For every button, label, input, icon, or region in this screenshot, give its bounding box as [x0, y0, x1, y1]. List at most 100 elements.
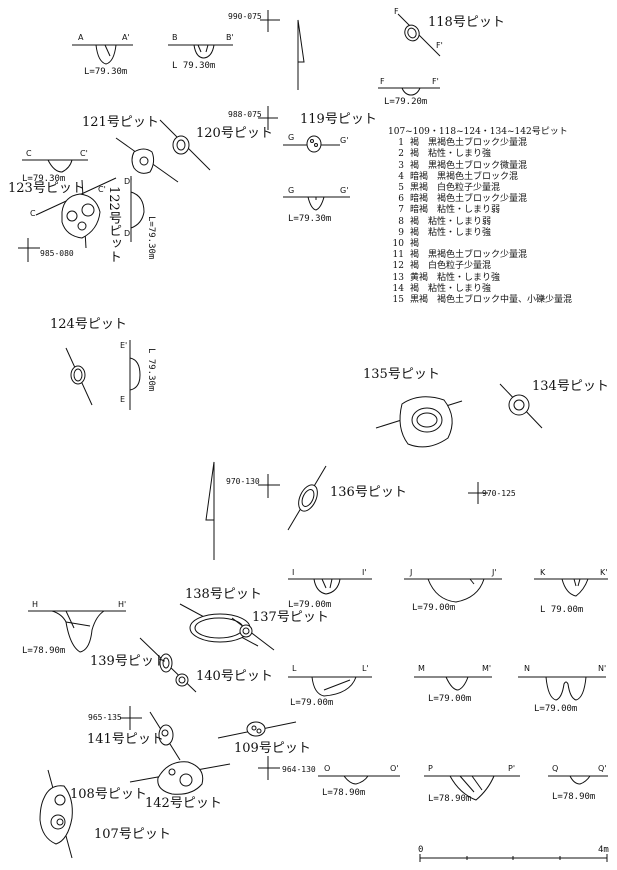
- section-letter-c-plan: C: [30, 209, 36, 218]
- pit-label-123: 123号ピット: [8, 181, 85, 196]
- section-letter-g-plan: G: [288, 133, 295, 142]
- pit-119-plan: [283, 136, 340, 152]
- pit-120-plan: [160, 120, 210, 170]
- pit-135-plan: [376, 397, 462, 447]
- legend-item: 11 褐 黒褐色土ブロック少量混: [388, 250, 572, 261]
- section-letter-i-prime: I': [362, 568, 367, 577]
- section-m-profile: [414, 677, 492, 690]
- grid-cross-970-130: [258, 474, 280, 498]
- legend-item-number: 1: [398, 138, 404, 149]
- section-letter-f-prime: F': [432, 77, 439, 86]
- section-letter-b-prime: B': [226, 33, 234, 42]
- section-letter-d-prime: D': [124, 177, 133, 186]
- scale-max-label: 4m: [598, 845, 609, 855]
- grid-label-970-125: 970-125: [482, 489, 516, 498]
- section-letter-j-prime: J': [492, 568, 497, 577]
- legend-item-text: 褐 粘性・しまり強: [410, 227, 492, 238]
- section-letter-c-prime-plan: C': [98, 185, 106, 194]
- section-f-profile: [378, 88, 440, 95]
- section-c-profile: [22, 160, 88, 172]
- legend-item: 2 褐 粘性・しまり強: [388, 149, 572, 160]
- pit-label-141: 141号ピット: [87, 732, 164, 747]
- section-letter-k-prime: K': [600, 568, 608, 577]
- legend-item-text: 暗褐 黒褐色土ブロック混: [410, 171, 519, 182]
- elevation-e: L 79.30m: [146, 348, 156, 392]
- section-a-profile: [72, 45, 133, 64]
- elevation-f: L=79.20m: [384, 97, 428, 107]
- section-o-profile: [318, 776, 400, 784]
- legend-item-text: 黒褐 白色粒子少量混: [410, 183, 501, 194]
- pit-137-plan: [232, 618, 274, 650]
- legend-item-text: 褐 粘性・しまり弱: [410, 216, 492, 227]
- grid-cross-988-075: [258, 106, 278, 130]
- section-letter-m-prime: M': [482, 664, 492, 673]
- pit-label-107: 107号ピット: [94, 827, 171, 842]
- pit-label-122: 122号ピット: [106, 186, 121, 263]
- pit-142-plan: [130, 762, 230, 794]
- section-letter-i: I: [292, 568, 295, 577]
- grid-cross-985-080: [18, 238, 40, 262]
- legend-item-text: 褐 黒褐色土ブロック少量混: [410, 250, 528, 261]
- section-letter-g: G: [288, 186, 295, 195]
- section-letter-l: L: [292, 664, 297, 673]
- section-letter-p: P: [428, 764, 433, 773]
- section-l-profile: [288, 677, 372, 696]
- section-letter-n-prime: N': [598, 664, 607, 673]
- legend-item: 9 褐 粘性・しまり強: [388, 228, 572, 239]
- section-letter-e: E: [120, 395, 126, 404]
- grid-label-965-135: 965-135: [88, 713, 122, 722]
- grid-cross-964-130: [258, 756, 280, 780]
- pit-118-plan: [398, 14, 440, 56]
- legend-title: 107~109・118~124・134~142号ピット: [388, 127, 568, 137]
- legend-item-text: 暗褐 粘性・しまり弱: [410, 205, 501, 216]
- section-letter-e-prime: E': [120, 341, 128, 350]
- grid-label-964-130: 964-130: [282, 765, 316, 774]
- legend-item-number: 11: [392, 250, 404, 261]
- pit-136-plan: [288, 466, 326, 530]
- grid-label-970-130: 970-130: [226, 477, 260, 486]
- pit-124-plan: [66, 348, 92, 405]
- pit-label-137: 137号ピット: [252, 610, 329, 625]
- legend-item-number: 4: [398, 171, 404, 182]
- elevation-h: L=78.90m: [22, 646, 66, 656]
- legend-item-number: 9: [398, 227, 404, 238]
- section-letter-q: Q: [552, 764, 559, 773]
- section-letter-d: D: [124, 229, 131, 238]
- pit-109-plan: [218, 722, 296, 738]
- section-letter-n: N: [524, 664, 530, 673]
- pit-label-138: 138号ピット: [185, 587, 262, 602]
- pit-140-plan: [176, 674, 188, 686]
- section-letter-g-prime-plan: G': [340, 136, 349, 145]
- legend-item: 8 褐 粘性・しまり弱: [388, 217, 572, 228]
- legend-item-number: 8: [398, 216, 404, 227]
- section-letter-h: H: [32, 600, 39, 609]
- section-letter-c: C: [26, 149, 32, 158]
- legend-item-text: 褐 白色粒子少量混: [410, 261, 492, 272]
- elevation-c: L=79.30m: [22, 174, 66, 184]
- pit-label-134: 134号ピット: [532, 379, 609, 394]
- elevation-o: L=78.90m: [322, 788, 366, 798]
- legend-item-number: 3: [398, 160, 404, 171]
- grid-cross-970-125: [468, 482, 488, 504]
- scale-zero-label: 0: [418, 845, 424, 855]
- legend-item: 7 暗褐 粘性・しまり弱: [388, 205, 572, 216]
- pit-123-plan: [36, 178, 116, 248]
- section-letter-h-prime: H': [118, 600, 127, 609]
- legend-item-number: 7: [398, 205, 404, 216]
- legend-item-text: 褐: [410, 239, 420, 250]
- grid-label-988-075: 988-075: [228, 110, 262, 119]
- grid-cross-990-075: [260, 10, 280, 32]
- section-letter-k: K: [540, 568, 546, 577]
- grid-label-990-075: 990-075: [228, 12, 262, 21]
- section-letter-f-plan: F: [394, 7, 399, 16]
- section-letter-a: A: [78, 33, 84, 42]
- section-letter-g-prime: G': [340, 186, 349, 195]
- legend-item-text: 褐 粘性・しまり強: [410, 149, 492, 160]
- legend-item: 4 暗褐 黒褐色土ブロック混: [388, 172, 572, 183]
- elevation-g: L=79.30m: [288, 214, 332, 224]
- legend-item-number: 2: [398, 149, 404, 160]
